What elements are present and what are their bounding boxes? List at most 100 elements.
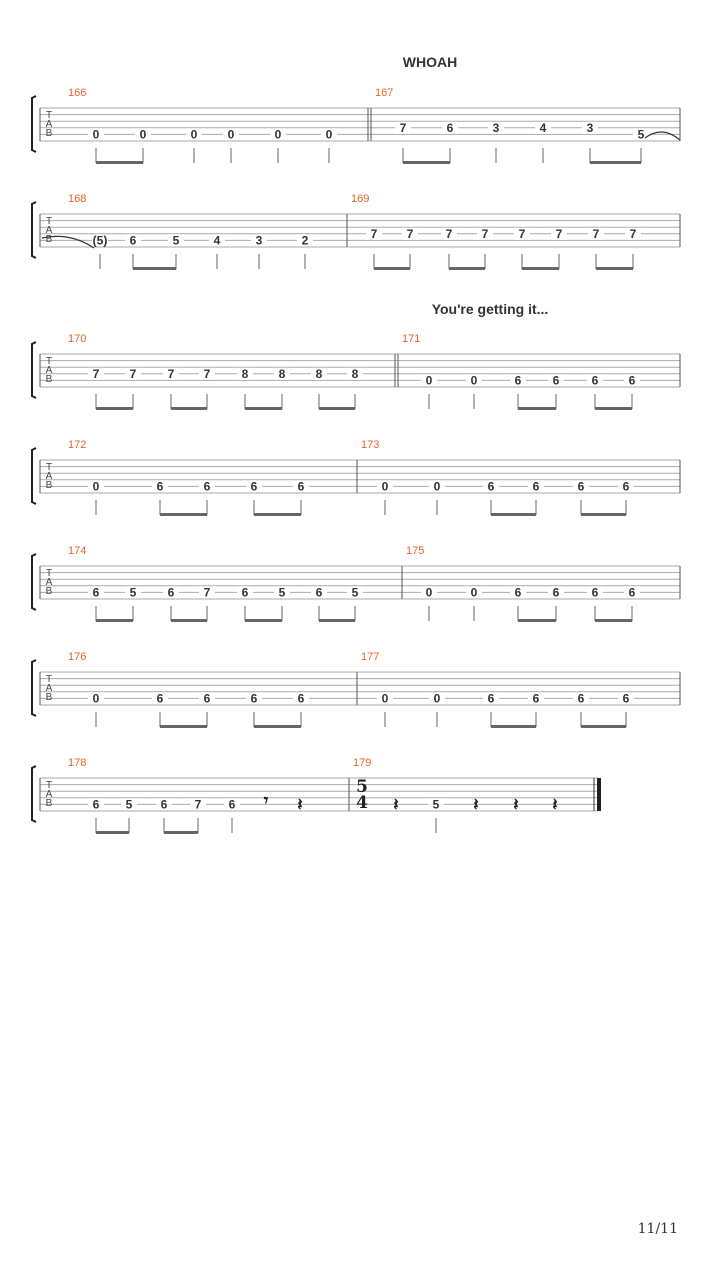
fret-number: 0 (326, 127, 333, 141)
fret-bg (466, 586, 482, 599)
fret-bg (347, 586, 363, 599)
fret-number: 6 (204, 479, 211, 493)
fret-bg (121, 798, 137, 811)
time-signature-bottom: 4 (356, 793, 368, 813)
fret-bg (429, 692, 445, 705)
fret-number: 6 (488, 691, 495, 705)
tab-letter-a: A (46, 225, 53, 236)
note-beam (245, 619, 282, 622)
fret-number: 8 (316, 367, 323, 381)
note-beam (518, 407, 556, 410)
measure-number: 176 (68, 651, 86, 663)
note-beam (581, 513, 626, 516)
fret-bg (514, 227, 530, 240)
fret-bg (466, 374, 482, 387)
note-beam (254, 513, 301, 516)
fret-number: 7 (556, 227, 563, 241)
tab-letter-a: A (46, 365, 53, 376)
fret-bg (88, 798, 104, 811)
note-beam (96, 407, 133, 410)
fret-number: 6 (204, 691, 211, 705)
fret-number: 7 (593, 227, 600, 241)
fret-number: 6 (578, 479, 585, 493)
fret-bg (421, 374, 437, 387)
fret-number: 6 (592, 585, 599, 599)
fret-bg (246, 692, 262, 705)
fret-bg (125, 234, 141, 247)
fret-bg (588, 227, 604, 240)
note-beam (581, 725, 626, 728)
note-beam (491, 513, 536, 516)
fret-number: 7 (519, 227, 526, 241)
note-beam (403, 161, 450, 164)
tab-letter-b: B (46, 798, 53, 809)
fret-bg (625, 227, 641, 240)
fret-bg (441, 227, 457, 240)
page-number: 11/11 (637, 1221, 678, 1237)
fret-number: 6 (93, 797, 100, 811)
fret-bg (190, 798, 206, 811)
tab-letter-b: B (46, 586, 53, 597)
fret-number: 0 (93, 127, 100, 141)
tab-letter-a: A (46, 577, 53, 588)
note-beam (522, 267, 559, 270)
fret-number: 3 (256, 233, 263, 247)
fret-bg (152, 692, 168, 705)
fret-number: 2 (302, 233, 309, 247)
tab-letter-t: T (46, 780, 52, 791)
fret-bg (156, 798, 172, 811)
note-beam (319, 407, 355, 410)
quarter-rest: 𝄽 (552, 795, 557, 815)
fret-number: 8 (242, 367, 249, 381)
fret-number: 0 (275, 127, 282, 141)
tab-letter-a: A (46, 683, 53, 694)
fret-number: 6 (515, 373, 522, 387)
fret-bg (548, 586, 564, 599)
fret-number: 5 (433, 797, 440, 811)
note-beam (491, 725, 536, 728)
note-beam (596, 267, 633, 270)
fret-bg (274, 586, 290, 599)
tab-letter-t: T (46, 216, 52, 227)
fret-number: 5 (638, 127, 645, 141)
fret-bg (237, 367, 253, 380)
fret-number: 0 (434, 479, 441, 493)
fret-bg (246, 480, 262, 493)
fret-number: (5) (93, 233, 108, 247)
tab-letter-t: T (46, 674, 52, 685)
time-signature-top: 5 (356, 777, 368, 797)
eighth-rest: 𝄾 (264, 791, 269, 811)
fret-number: 6 (553, 373, 560, 387)
fret-bg (618, 692, 634, 705)
fret-bg (135, 128, 151, 141)
tab-letter-t: T (46, 356, 52, 367)
fret-bg (548, 374, 564, 387)
fret-number: 6 (592, 373, 599, 387)
fret-bg (251, 234, 267, 247)
fret-number: 6 (93, 585, 100, 599)
fret-number: 5 (126, 797, 133, 811)
measure-number: 167 (375, 87, 393, 99)
fret-number: 5 (352, 585, 359, 599)
fret-number: 0 (426, 373, 433, 387)
fret-bg (163, 367, 179, 380)
system-bracket (31, 201, 37, 259)
quarter-rest: 𝄽 (393, 795, 398, 815)
fret-number: 6 (161, 797, 168, 811)
tab-letter-a: A (46, 119, 53, 130)
note-beam (96, 619, 133, 622)
measure-number: 168 (68, 193, 86, 205)
fret-bg (293, 480, 309, 493)
fret-bg (573, 480, 589, 493)
measure-number: 166 (68, 87, 86, 99)
tab-letter-a: A (46, 471, 53, 482)
text-mark-getting-it: You're getting it... (432, 301, 549, 317)
fret-bg (311, 367, 327, 380)
fret-bg (88, 586, 104, 599)
fret-number: 0 (93, 479, 100, 493)
note-beam (133, 267, 176, 270)
fret-number: 7 (195, 797, 202, 811)
tab-letter-b: B (46, 128, 53, 139)
tab-letter-b: B (46, 692, 53, 703)
fret-bg (88, 480, 104, 493)
